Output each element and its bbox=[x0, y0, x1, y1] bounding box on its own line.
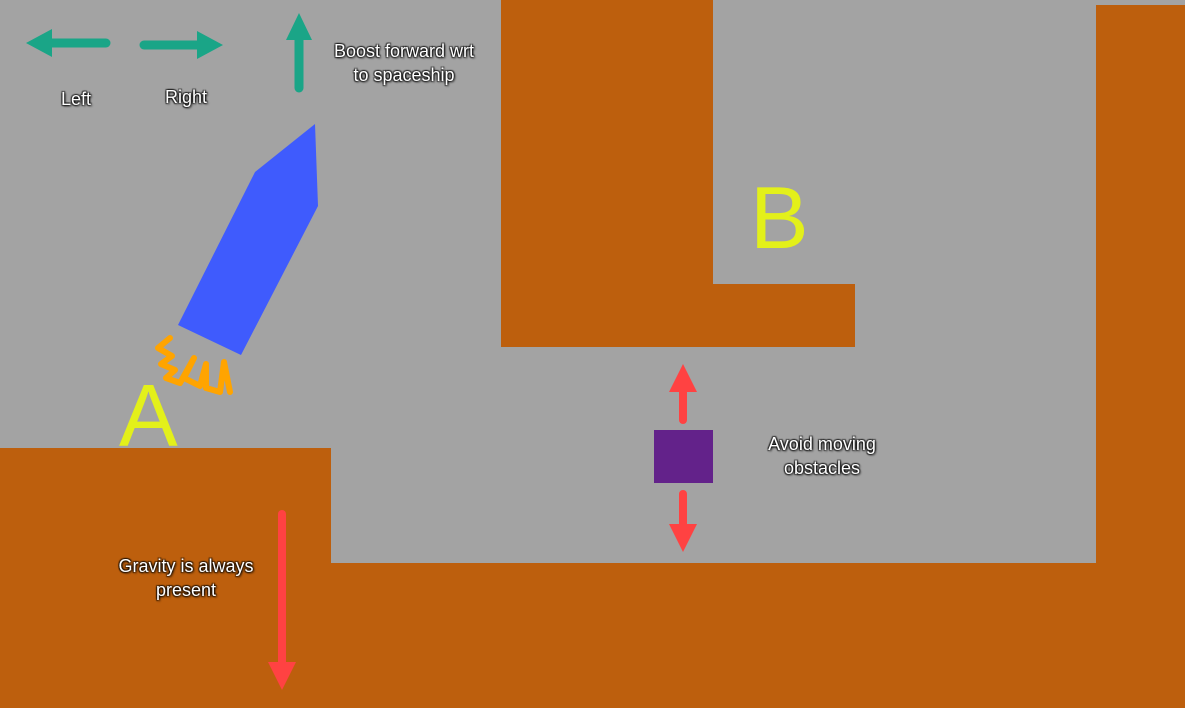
start-marker-label: A bbox=[119, 366, 178, 465]
terrain-floor bbox=[331, 563, 1185, 708]
terrain-goal-shelf bbox=[713, 284, 855, 347]
obstacle-up-arrow-icon bbox=[669, 364, 697, 424]
right-arrow-icon bbox=[139, 31, 223, 59]
gravity-arrow-icon bbox=[268, 510, 296, 690]
goal-marker-label: B bbox=[750, 168, 809, 267]
terrain-right-wall bbox=[1096, 5, 1185, 565]
left-arrow-icon bbox=[26, 29, 111, 57]
boost-arrow-icon bbox=[286, 13, 312, 93]
obstacle-hint-label: Avoid moving obstacles bbox=[768, 434, 876, 478]
left-control-label: Left bbox=[60, 89, 92, 109]
right-control-label: Right bbox=[164, 87, 208, 107]
obstacle-down-arrow-icon bbox=[669, 490, 697, 552]
thruster-flame bbox=[155, 335, 233, 395]
moving-obstacle bbox=[654, 430, 713, 483]
terrain-upper-pillar bbox=[501, 0, 713, 347]
boost-control-label: Boost forward wrt to spaceship bbox=[333, 41, 475, 85]
spaceship bbox=[178, 124, 318, 355]
gravity-hint-label: Gravity is always present bbox=[118, 556, 254, 600]
